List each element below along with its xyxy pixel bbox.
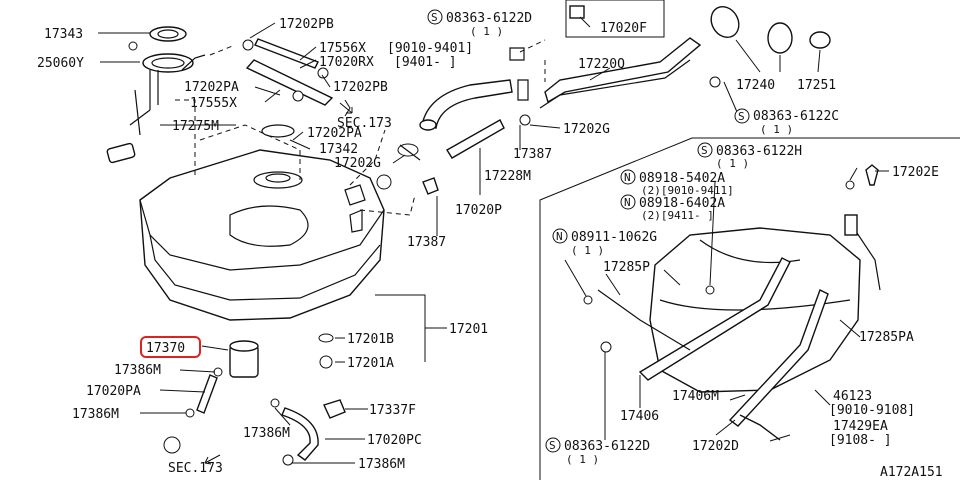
callout-17343: 17343 xyxy=(44,27,83,42)
callout-box-17020F xyxy=(565,0,665,38)
callout-17020PC: 17020PC xyxy=(367,433,422,448)
callout-17020RX-range: [9401- ] xyxy=(394,55,457,70)
nut-prefix-marker-6402 xyxy=(620,194,636,210)
callout-17020F: 17020F xyxy=(600,21,647,36)
callout-17020RX: 17020RX xyxy=(319,55,374,70)
grommet-illustration xyxy=(376,174,392,190)
callout-17202G-2: 17202G xyxy=(563,122,610,137)
inset-tank-illustration xyxy=(583,164,881,441)
callout-08363-6122H: 08363-6122H xyxy=(716,144,802,159)
callout-17337F: 17337F xyxy=(369,403,416,418)
bolt-prefix-marker-c xyxy=(734,108,750,124)
nut-prefix-marker-5402 xyxy=(620,169,636,185)
callout-17201A: 17201A xyxy=(347,356,394,371)
upper-hose-illustration xyxy=(242,38,334,106)
sec-arrow-bottom-icon xyxy=(204,454,221,465)
callout-17429EA: 17429EA xyxy=(833,419,888,434)
fuel-tank-illustration xyxy=(139,149,385,321)
callout-17406M: 17406M xyxy=(672,389,719,404)
callout-17285P: 17285P xyxy=(603,260,650,275)
callout-17556X-range: [9010-9401] xyxy=(387,41,473,56)
callout-25060Y: 25060Y xyxy=(37,56,84,71)
callout-labels: 17343 25060Y 17202PB 17556X [9010-9401] … xyxy=(37,0,943,480)
callout-08918-5402A-qty: (2)[9010-9411] xyxy=(641,184,734,197)
callout-46123-range: [9010-9108] xyxy=(829,403,915,418)
callout-sec173-top: SEC.173 xyxy=(337,116,392,131)
nut-prefix-marker-08911 xyxy=(552,228,568,244)
callout-17285PA: 17285PA xyxy=(859,330,914,345)
bolt-prefix-marker-h xyxy=(697,142,713,158)
clip-illustration xyxy=(422,177,439,195)
callout-08911-1062G-qty: ( 1 ) xyxy=(571,244,604,257)
callout-08918-6402A-qty: (2)[9411- ] xyxy=(641,209,714,222)
callout-sec173-bottom: SEC.173 xyxy=(168,461,223,476)
callout-17387-2: 17387 xyxy=(407,235,446,250)
callout-17275M: 17275M xyxy=(172,119,219,134)
bolt-illustration xyxy=(319,355,333,369)
callout-17201: 17201 xyxy=(449,322,488,337)
callout-08911-1062G: 08911-1062G xyxy=(571,230,657,245)
washer-illustration xyxy=(318,333,334,343)
leader-lines-inset xyxy=(564,167,889,442)
bolt-prefix-s: S xyxy=(431,11,438,24)
nut-prefix-n-08911: N xyxy=(556,230,563,243)
callout-08363-6122H-qty: ( 1 ) xyxy=(716,157,749,170)
callout-46123: 46123 xyxy=(833,389,872,404)
callout-08363-6122D-top-qty: ( 1 ) xyxy=(470,25,503,38)
bolt-prefix-s-h: S xyxy=(701,144,708,157)
bolt-prefix-s-d: S xyxy=(549,439,556,452)
leader-lines-left xyxy=(98,16,821,464)
callout-17387: 17387 xyxy=(513,147,552,162)
sec-arrow-top-icon xyxy=(339,102,353,114)
callout-17406: 17406 xyxy=(620,409,659,424)
callout-17202PB: 17202PB xyxy=(279,17,334,32)
callout-17220Q: 17220Q xyxy=(578,57,625,72)
fuel-pump-sender-illustration xyxy=(106,26,206,164)
callout-08363-6122C-qty: ( 1 ) xyxy=(760,123,793,136)
callout-17555X: 17555X xyxy=(190,96,237,111)
gasket-illustration xyxy=(261,124,295,138)
callout-17386M-2: 17386M xyxy=(72,407,119,422)
callout-17020P: 17020P xyxy=(455,203,502,218)
callout-08363-6122D-bottom-qty: ( 1 ) xyxy=(566,453,599,466)
fuel-filter-illustration xyxy=(163,340,346,466)
callout-08363-6122C: 08363-6122C xyxy=(753,109,839,124)
callout-17386M-3: 17386M xyxy=(243,426,290,441)
callout-17370: 17370 xyxy=(146,341,185,356)
callout-17202PB-2: 17202PB xyxy=(333,80,388,95)
bolt-prefix-marker-d xyxy=(545,437,561,453)
bolt-prefix-marker xyxy=(427,9,443,25)
callout-17202D: 17202D xyxy=(692,439,739,454)
callout-17202G: 17202G xyxy=(334,156,381,171)
filler-hose-illustration xyxy=(397,79,513,161)
callout-08363-6122D-bottom: 08363-6122D xyxy=(564,439,650,454)
drawing-code: A172A151 xyxy=(880,465,943,480)
dashed-leaders xyxy=(175,39,546,216)
callout-17429EA-range: [9108- ] xyxy=(829,433,892,448)
callout-17202PA: 17202PA xyxy=(184,80,239,95)
callout-17386M: 17386M xyxy=(114,363,161,378)
callout-17202E: 17202E xyxy=(892,165,939,180)
inset-frame xyxy=(539,137,960,480)
callout-17240: 17240 xyxy=(736,78,775,93)
callout-17201B: 17201B xyxy=(347,332,394,347)
nut-prefix-n-6402: N xyxy=(624,196,631,209)
highlight-17370 xyxy=(140,336,201,358)
callout-17020PA: 17020PA xyxy=(86,384,141,399)
callout-08918-5402A: 08918-5402A xyxy=(639,171,725,186)
filler-neck-illustration xyxy=(509,5,831,126)
callout-08918-6402A: 08918-6402A xyxy=(639,196,725,211)
callout-17251: 17251 xyxy=(797,78,836,93)
callout-17202PA-2: 17202PA xyxy=(307,126,362,141)
bolt-prefix-s-c: S xyxy=(738,110,745,123)
callout-08363-6122D-top: 08363-6122D xyxy=(446,11,532,26)
callout-17228M: 17228M xyxy=(484,169,531,184)
callout-17342: 17342 xyxy=(319,142,358,157)
callout-17556X: 17556X xyxy=(319,41,366,56)
callout-17386M-4: 17386M xyxy=(358,457,405,472)
nut-prefix-n-5402: N xyxy=(624,171,631,184)
